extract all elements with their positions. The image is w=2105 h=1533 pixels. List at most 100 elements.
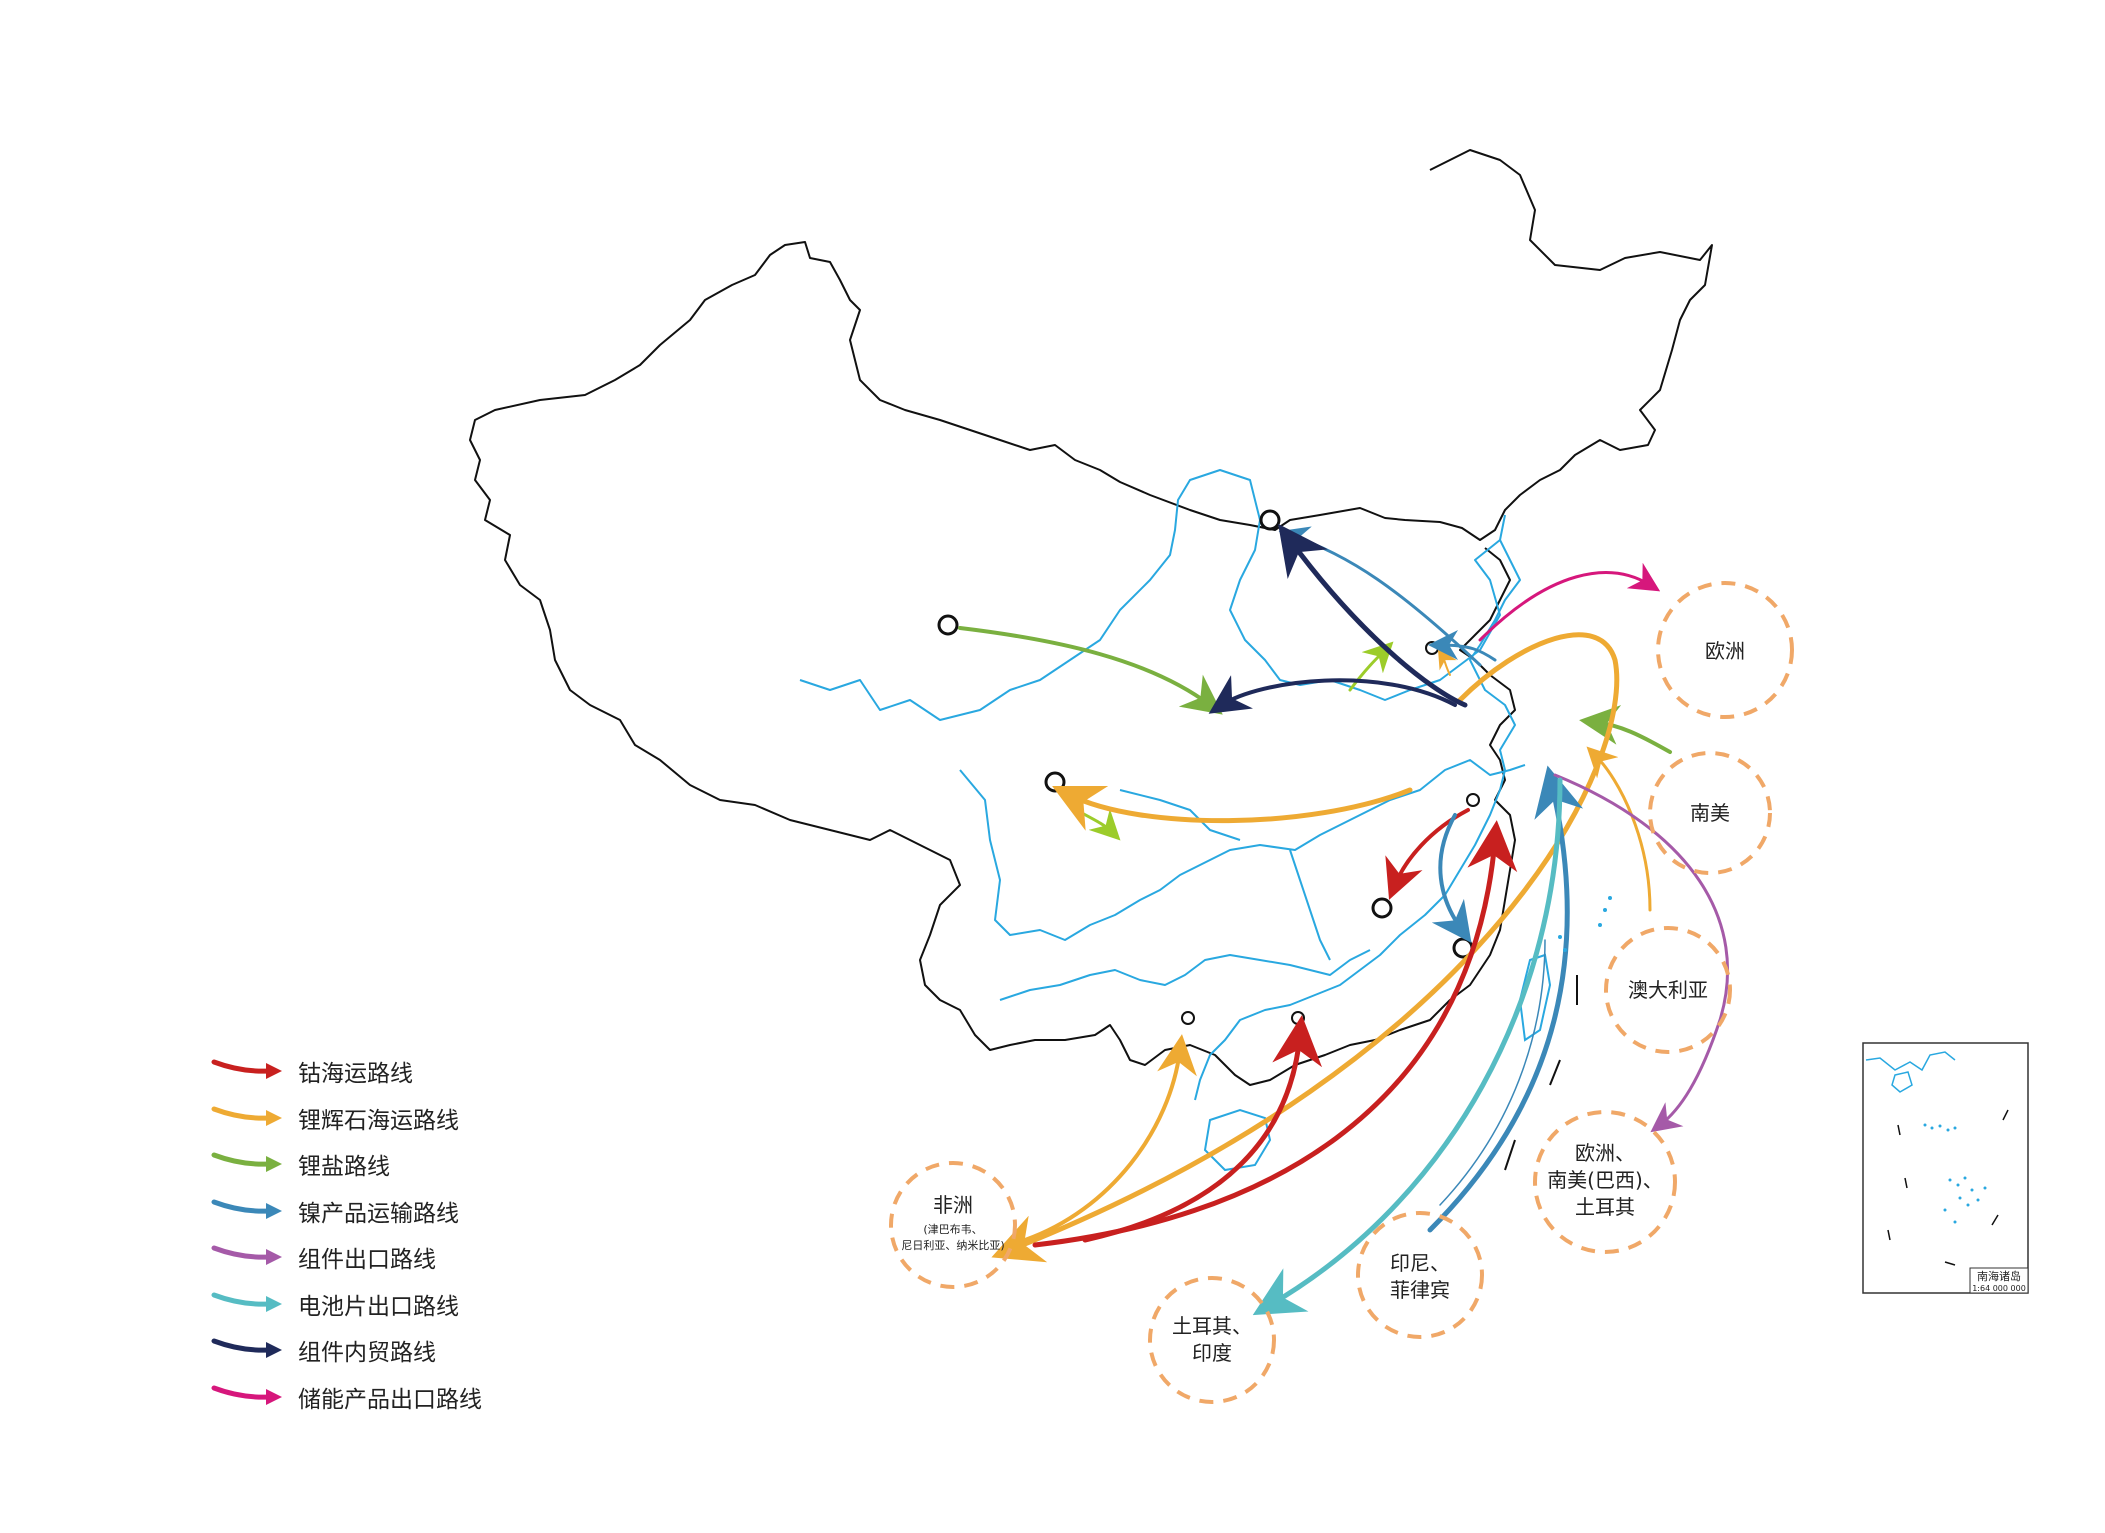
- sea-boundary-mark: [1504, 1139, 1516, 1171]
- inset-islands: [1923, 1123, 1987, 1224]
- inset-boundary-mark: [1887, 1229, 1891, 1241]
- city-marker: [1371, 897, 1393, 919]
- region-labels: 欧洲 南美 澳大利亚 欧洲、 南美(巴西)、 土耳其 印尼、 菲律宾 土耳其、 …: [901, 639, 1745, 1365]
- island-dot: [1938, 1124, 1942, 1128]
- island-dot: [1976, 1198, 1980, 1202]
- sea-boundary-marks: [1504, 975, 1578, 1171]
- route-cobalt-africa-2: [1082, 1015, 1323, 1243]
- route-spodumene-local: [1437, 648, 1457, 676]
- region-label-eu-sa-turkey-1: 欧洲、: [1575, 1141, 1635, 1165]
- pearl-river: [999, 949, 1371, 1001]
- city-marker: [1425, 641, 1439, 655]
- inset-hainan: [1891, 1071, 1913, 1093]
- inset-boundary-marks: [1887, 1109, 2009, 1266]
- han-river: [1119, 789, 1241, 841]
- city-marker: [937, 614, 959, 636]
- region-circle-eu-sa-turkey: [1533, 1110, 1677, 1254]
- region-circle-australia: [1604, 926, 1732, 1054]
- legend-arrow-icon: [211, 1292, 282, 1312]
- island-dot: [1966, 1203, 1970, 1207]
- region-label-indonesia-2: 菲律宾: [1390, 1278, 1450, 1302]
- city-markers: [937, 509, 1480, 1025]
- route-lithium-salt-lime: [1078, 808, 1121, 841]
- inset-frame: [1862, 1042, 2029, 1294]
- region-label-europe: 欧洲: [1705, 639, 1745, 663]
- legend-label: 储能产品出口路线: [298, 1386, 482, 1413]
- region-label-indonesia-1: 印尼、: [1390, 1251, 1450, 1275]
- legend-label: 电池片出口路线: [298, 1293, 459, 1320]
- island-dot: [1943, 1208, 1947, 1212]
- legend-item-spodumene: 锂辉石海运路线: [210, 1095, 482, 1142]
- inset-boundary-mark: [1944, 1261, 1956, 1266]
- region-sublabel-africa-2: 尼日利亚、纳米比亚): [901, 1239, 1004, 1252]
- route-cobalt-africa: [1032, 820, 1518, 1248]
- region-circle-africa: [889, 1161, 1017, 1289]
- sea-boundary-mark: [1549, 1059, 1561, 1086]
- route-module-domestic-west: [1208, 675, 1457, 714]
- legend-item-cell-export: 电池片出口路线: [210, 1281, 482, 1328]
- region-circle-indonesia-philippines: [1356, 1211, 1484, 1339]
- island-dot: [1608, 896, 1612, 900]
- yangtze-river: [959, 759, 1526, 941]
- china-border: [469, 149, 1713, 1086]
- island-dot: [1953, 1220, 1957, 1224]
- region-label-australia: 澳大利亚: [1628, 978, 1708, 1002]
- legend-item-nickel: 镍产品运输路线: [210, 1188, 482, 1235]
- route-storage-export: [1478, 562, 1661, 642]
- city-marker: [1259, 509, 1281, 531]
- region-label-turkey-india-2: 印度: [1192, 1341, 1232, 1365]
- region-circle-turkey-india: [1148, 1276, 1276, 1404]
- legend: 钴海运路线 锂辉石海运路线 锂盐路线 镍产品运输路线 组件出口路线 电池片出口路…: [210, 1048, 482, 1420]
- island-dot: [1948, 1178, 1952, 1182]
- region-sublabel-africa-1: (津巴布韦、: [923, 1223, 982, 1236]
- region-label-south-america: 南美: [1690, 801, 1730, 825]
- inset-caption-box: [1969, 1267, 2029, 1294]
- south-china-sea-inset: 南海诸岛 1:64 000 000: [1862, 1042, 2029, 1294]
- legend-arrow-icon: [211, 1338, 282, 1359]
- island-dot: [1953, 1126, 1957, 1130]
- island-dot: [1970, 1188, 1974, 1192]
- island-dot: [1958, 1196, 1962, 1200]
- inset-scale: 1:64 000 000: [1972, 1284, 2026, 1293]
- island-dot: [1598, 923, 1602, 927]
- legend-label: 锂盐路线: [298, 1154, 390, 1181]
- legend-label: 镍产品运输路线: [298, 1200, 459, 1227]
- route-spodumene-africa: [1023, 1034, 1197, 1242]
- legend-arrow-icon: [211, 1245, 282, 1266]
- route-cobalt-local: [1385, 808, 1470, 900]
- legend-arrow-icon: [211, 1199, 282, 1219]
- route-nickel-indonesia: [1427, 765, 1584, 1233]
- legend-item-module-domestic: 组件内贸路线: [210, 1327, 482, 1374]
- island-dot: [1603, 908, 1607, 912]
- legend-item-module-export: 组件出口路线: [210, 1234, 482, 1281]
- island-dot: [1956, 1183, 1960, 1187]
- city-marker: [1291, 1011, 1305, 1025]
- legend-arrow-icon: [211, 1059, 282, 1080]
- region-label-eu-sa-turkey-2: 南美(巴西)、: [1547, 1168, 1663, 1192]
- region-circle-europe: [1656, 581, 1794, 719]
- route-spodumene-west: [1052, 786, 1413, 831]
- city-marker: [1466, 793, 1480, 807]
- route-module-export: [1553, 773, 1730, 1133]
- island-dot: [1563, 948, 1567, 952]
- island-dot: [1923, 1123, 1927, 1127]
- legend-item-storage-export: 储能产品出口路线: [210, 1374, 482, 1421]
- legend-arrow-icon: [211, 1152, 282, 1173]
- region-circle-south-america: [1648, 751, 1772, 875]
- routes: [958, 523, 1730, 1316]
- island-dot: [1983, 1186, 1987, 1190]
- route-module-domestic-north: [1278, 523, 1468, 708]
- inset-boundary-mark: [2002, 1109, 2009, 1121]
- inset-coastline: [1865, 1051, 1956, 1072]
- route-cell-export: [1252, 777, 1563, 1316]
- route-lithium-salt-lime-2: [1348, 641, 1394, 692]
- inset-boundary-mark: [1904, 1177, 1908, 1189]
- legend-label: 组件内贸路线: [298, 1340, 436, 1367]
- city-marker: [1181, 1011, 1195, 1025]
- legend-label: 锂辉石海运路线: [298, 1107, 459, 1134]
- region-label-africa: 非洲: [933, 1193, 973, 1217]
- route-nickel-indonesia-thin: [1439, 939, 1546, 1206]
- route-nickel-coastal: [1428, 630, 1497, 662]
- route-spodumene-australia: [1586, 746, 1652, 912]
